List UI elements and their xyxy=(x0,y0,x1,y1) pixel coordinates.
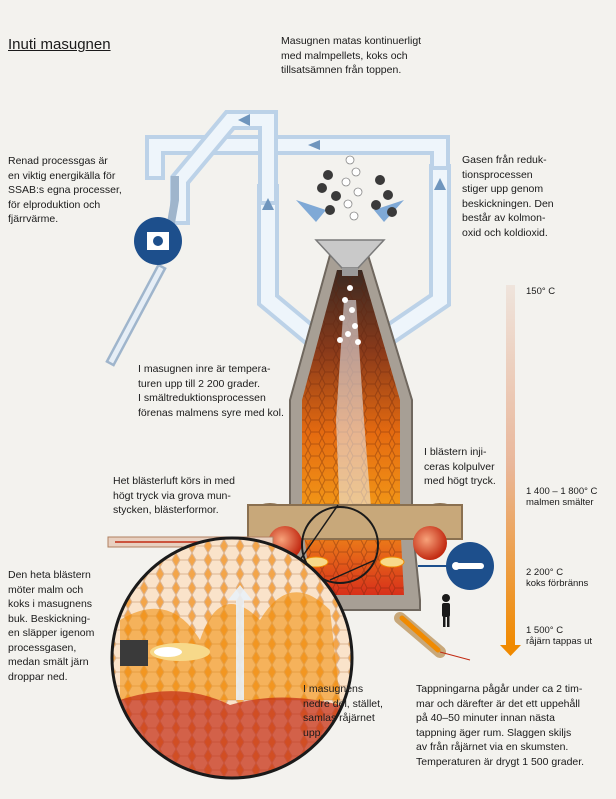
power-plant-icon xyxy=(134,217,182,265)
scale-label-1400: 1 400 – 1 800° C malmen smälter xyxy=(526,486,598,508)
text-top-charging: Masugnen matas kontinuerligt med malmpel… xyxy=(281,35,422,76)
scale-arrow-icon xyxy=(500,645,521,656)
magnified-view xyxy=(110,504,379,780)
text-coal-injection: I blästern inji- ceras kolpulver med hög… xyxy=(424,446,496,487)
gas-flow-arrows xyxy=(238,114,446,210)
scale-label-150: 150° C xyxy=(526,286,556,297)
page-title: Inuti masugnen xyxy=(8,36,111,53)
scale-label-2200: 2 200° C koks förbränns xyxy=(526,567,589,589)
tapping-runner xyxy=(394,612,471,661)
text-left-gas: Renad processgas är en viktig energikäll… xyxy=(8,155,122,225)
injection-lance-icon xyxy=(418,542,494,590)
temperature-scale xyxy=(500,285,521,656)
charging-hopper xyxy=(296,155,404,276)
worker-figure-icon xyxy=(442,594,450,627)
text-hot-blast: Den heta blästern möter malm och koks i … xyxy=(8,569,95,683)
scale-label-1500: 1 500° C råjärn tappas ut xyxy=(526,625,593,647)
text-right-gas: Gasen från reduk- tionsprocessen stiger … xyxy=(462,154,554,239)
text-inner-temperature: I masugnen inre är tempera- turen upp ti… xyxy=(138,363,284,419)
text-hot-air: Het blästerluft körs in med högt tryck v… xyxy=(113,475,235,516)
furnace-shell xyxy=(289,254,421,611)
text-tapping: Tappningarna pågår under ca 2 tim- mar o… xyxy=(416,683,585,768)
text-lower-part: I masugnens nedre del, stället, samlas r… xyxy=(303,683,383,739)
